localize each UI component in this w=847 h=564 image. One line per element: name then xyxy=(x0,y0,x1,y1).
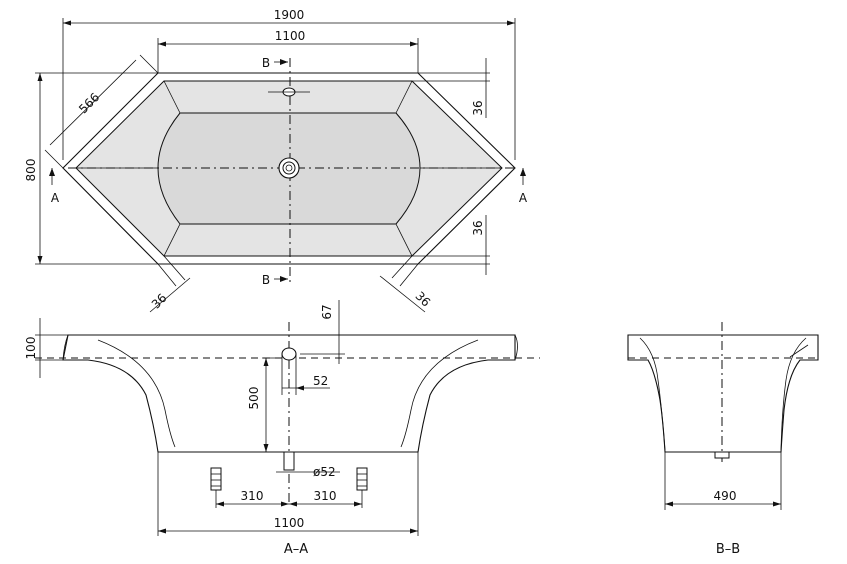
dim-800: 800 xyxy=(24,159,38,182)
foot-right-icon xyxy=(356,467,368,491)
dim-67: 67 xyxy=(320,304,334,319)
section-b-bottom: B xyxy=(262,273,270,287)
dim-1900: 1900 xyxy=(274,8,305,22)
drain-icon xyxy=(278,157,300,179)
foot-left-icon xyxy=(210,467,222,491)
dim-490: 490 xyxy=(714,489,737,503)
section-b-top: B xyxy=(262,56,270,70)
section-a-right: A xyxy=(519,191,528,205)
dim-566: 566 xyxy=(76,90,102,116)
section-a-left: A xyxy=(51,191,60,205)
caption-aa: A–A xyxy=(284,542,308,557)
dim-100: 100 xyxy=(24,337,38,360)
overflow-section-icon xyxy=(281,347,297,361)
dim-36-bottom-right: 36 xyxy=(471,220,485,235)
section-aa-view: 100 67 52 500 ø52 310 310 xyxy=(24,300,540,557)
dim-1100-bottom: 1100 xyxy=(274,516,305,530)
dim-310-right: 310 xyxy=(314,489,337,503)
dim-drain-dia: ø52 xyxy=(313,465,336,479)
dim-310-left: 310 xyxy=(241,489,264,503)
section-bb-view: 490 B–B xyxy=(627,322,819,557)
section-bb-outline xyxy=(627,334,819,453)
dim-36-top-right: 36 xyxy=(471,100,485,115)
dim-36-diag-right: 36 xyxy=(412,289,433,310)
plan-view: 1900 1100 566 800 36 36 36 xyxy=(24,8,528,313)
dim-36-diag-left: 36 xyxy=(149,291,170,312)
caption-bb: B–B xyxy=(716,542,740,557)
dim-1100-top: 1100 xyxy=(275,29,306,43)
dim-52-overflow: 52 xyxy=(313,374,328,388)
dim-500: 500 xyxy=(247,387,261,410)
